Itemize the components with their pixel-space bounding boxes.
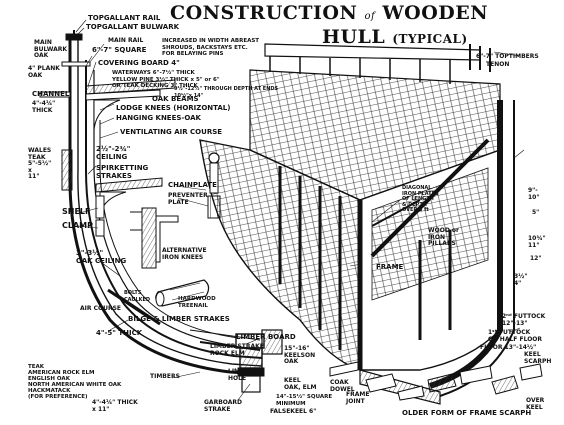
scarph-pieces	[329, 361, 543, 401]
label-garboard: GARBOARD STRAKE	[204, 399, 242, 413]
label-thick-bottom: 4"-4¼" THICK x 11"	[92, 399, 138, 413]
label-channel: CHANNEL	[32, 90, 70, 98]
label-shelf: SHELF	[62, 207, 91, 216]
label-spirketting: SPIRKETTING STRAKES	[96, 164, 149, 180]
label-false-keel: FALSEKEEL 6"	[270, 408, 317, 415]
label-ventilating: VENTILATING AIR COURSE	[120, 128, 223, 136]
label-deck-beam-dims: 9½"-12½" THROUGH DEPTH AT ENDS 10½"x 14"	[174, 86, 279, 99]
label-floor: FLOOR 13"-14½"	[480, 344, 537, 351]
label-shrouds-note: INCREASED IN WIDTH ABREAST SHROUDS, BACK…	[162, 38, 260, 57]
label-dfuttock1: 1ˢᵗ FUTTOCK OR HALF FLOOR	[488, 329, 543, 343]
label-d5: 5"	[532, 209, 540, 216]
label-waterways: WATERWAYS 6"-7½" THICK YELLOW PINE 3½" T…	[112, 70, 220, 89]
label-dfuttock2: 2ⁿᵈ FUTTOCK 12"-13"	[502, 313, 546, 327]
label-d10: 10¾" 11"	[528, 235, 546, 249]
title-of: of	[364, 11, 376, 22]
label-frame-joint: FRAME JOINT	[346, 391, 370, 405]
label-keelson: 15"-16" KEELSON OAK	[284, 345, 316, 365]
label-channel-thick: 4"-4¼" THICK	[32, 100, 56, 114]
label-over: OVER KEEL	[526, 397, 545, 411]
label-covering-board: COVERING BOARD 4"	[98, 59, 180, 67]
treenail-detail	[155, 279, 210, 307]
perspective-hull	[199, 43, 515, 405]
label-oak-ceiling: 3"-3½" OAK CEILING	[76, 249, 127, 265]
label-toptimbers: 6"-7" TOPTIMBERS	[476, 53, 539, 60]
leader-lines	[75, 19, 525, 401]
label-d9: 9"- 10"	[528, 187, 540, 201]
diagram-title-line2: HULL (TYPICAL)	[322, 26, 468, 48]
label-oak-beams: OAK BEAMS	[152, 95, 199, 103]
label-timbers: TIMBERS	[150, 373, 180, 380]
label-older-form: OLDER FORM OF FRAME SCARPH	[402, 409, 532, 417]
label-bolts: BOLTS CAULKED	[124, 290, 151, 303]
label-topgallant-bulwark: TOPGALLANT BULWARK	[86, 23, 180, 31]
label-limber-strake: LIMBER STRAKE ROCK ELM	[210, 343, 264, 357]
title-hull: HULL	[322, 26, 386, 48]
label-teak-note: TEAK AMERICAN ROCK ELM ENGLISH OAK NORTH…	[28, 364, 122, 400]
diagram-title-line1: CONSTRUCTION of WOODEN	[170, 2, 488, 24]
label-plank-4: 4" PLANK OAK	[28, 65, 60, 79]
label-wood-iron: WOOD or IRON PILLARS	[428, 227, 459, 247]
label-tenon: TENON	[486, 61, 510, 68]
label-ceiling: 2½"-2¾" CEILING	[96, 145, 131, 161]
label-frame: FRAME	[376, 263, 404, 271]
label-air-course: AIR COURSE	[80, 305, 122, 312]
iron-knee-detail	[130, 207, 179, 269]
label-limber-board: LIMBER BOARD	[236, 333, 296, 341]
label-lodge-knees: LODGE KNEES (HORIZONTAL)	[116, 104, 231, 112]
label-d12: 12"	[530, 255, 542, 262]
label-bilge: BILGE & LIMBER STRAKES	[128, 315, 230, 323]
label-square-6-7: 6"-7" SQUARE	[92, 46, 147, 54]
label-keel-scarph: KEEL SCARPH	[524, 351, 552, 365]
label-d3: 3½" 4"	[514, 273, 528, 287]
label-thick-4-5: 4"-5" THICK	[96, 329, 143, 337]
label-alt-knees: ALTERNATIVE IRON KNEES	[162, 247, 207, 261]
label-chainplate: CHAINPLATE	[168, 181, 217, 189]
title-typical: (TYPICAL)	[392, 32, 468, 46]
cross-section	[39, 30, 283, 393]
label-keel-dims: 14"-15½" SQUARE MINIMUM	[276, 394, 333, 407]
label-main-rail: MAIN RAIL	[108, 37, 144, 44]
label-main-bulwark: MAIN BULWARK OAK	[34, 39, 68, 59]
label-coak: COAK DOWEL	[330, 379, 355, 393]
label-clamp: CLAMP	[62, 221, 93, 230]
title-wooden: WOODEN	[382, 2, 489, 24]
label-preventer: PREVENTER PLATE	[168, 192, 208, 206]
label-diagonal: DIAGONAL IRON PLATES OF LENGTH & DEPTH O…	[402, 185, 439, 213]
label-keel: KEEL OAK, ELM	[284, 377, 317, 391]
label-limber-hole: LIMBER HOLE	[228, 368, 254, 382]
label-treenail: HARDWOOD TREENAIL	[178, 296, 216, 309]
label-wales: WALES TEAK 5"-5½" x 11"	[28, 147, 52, 180]
title-construction: CONSTRUCTION	[170, 2, 358, 24]
label-topgallant-rail: TOPGALLANT RAIL	[88, 14, 161, 22]
label-hanging-knees: HANGING KNEES-OAK	[116, 114, 201, 122]
